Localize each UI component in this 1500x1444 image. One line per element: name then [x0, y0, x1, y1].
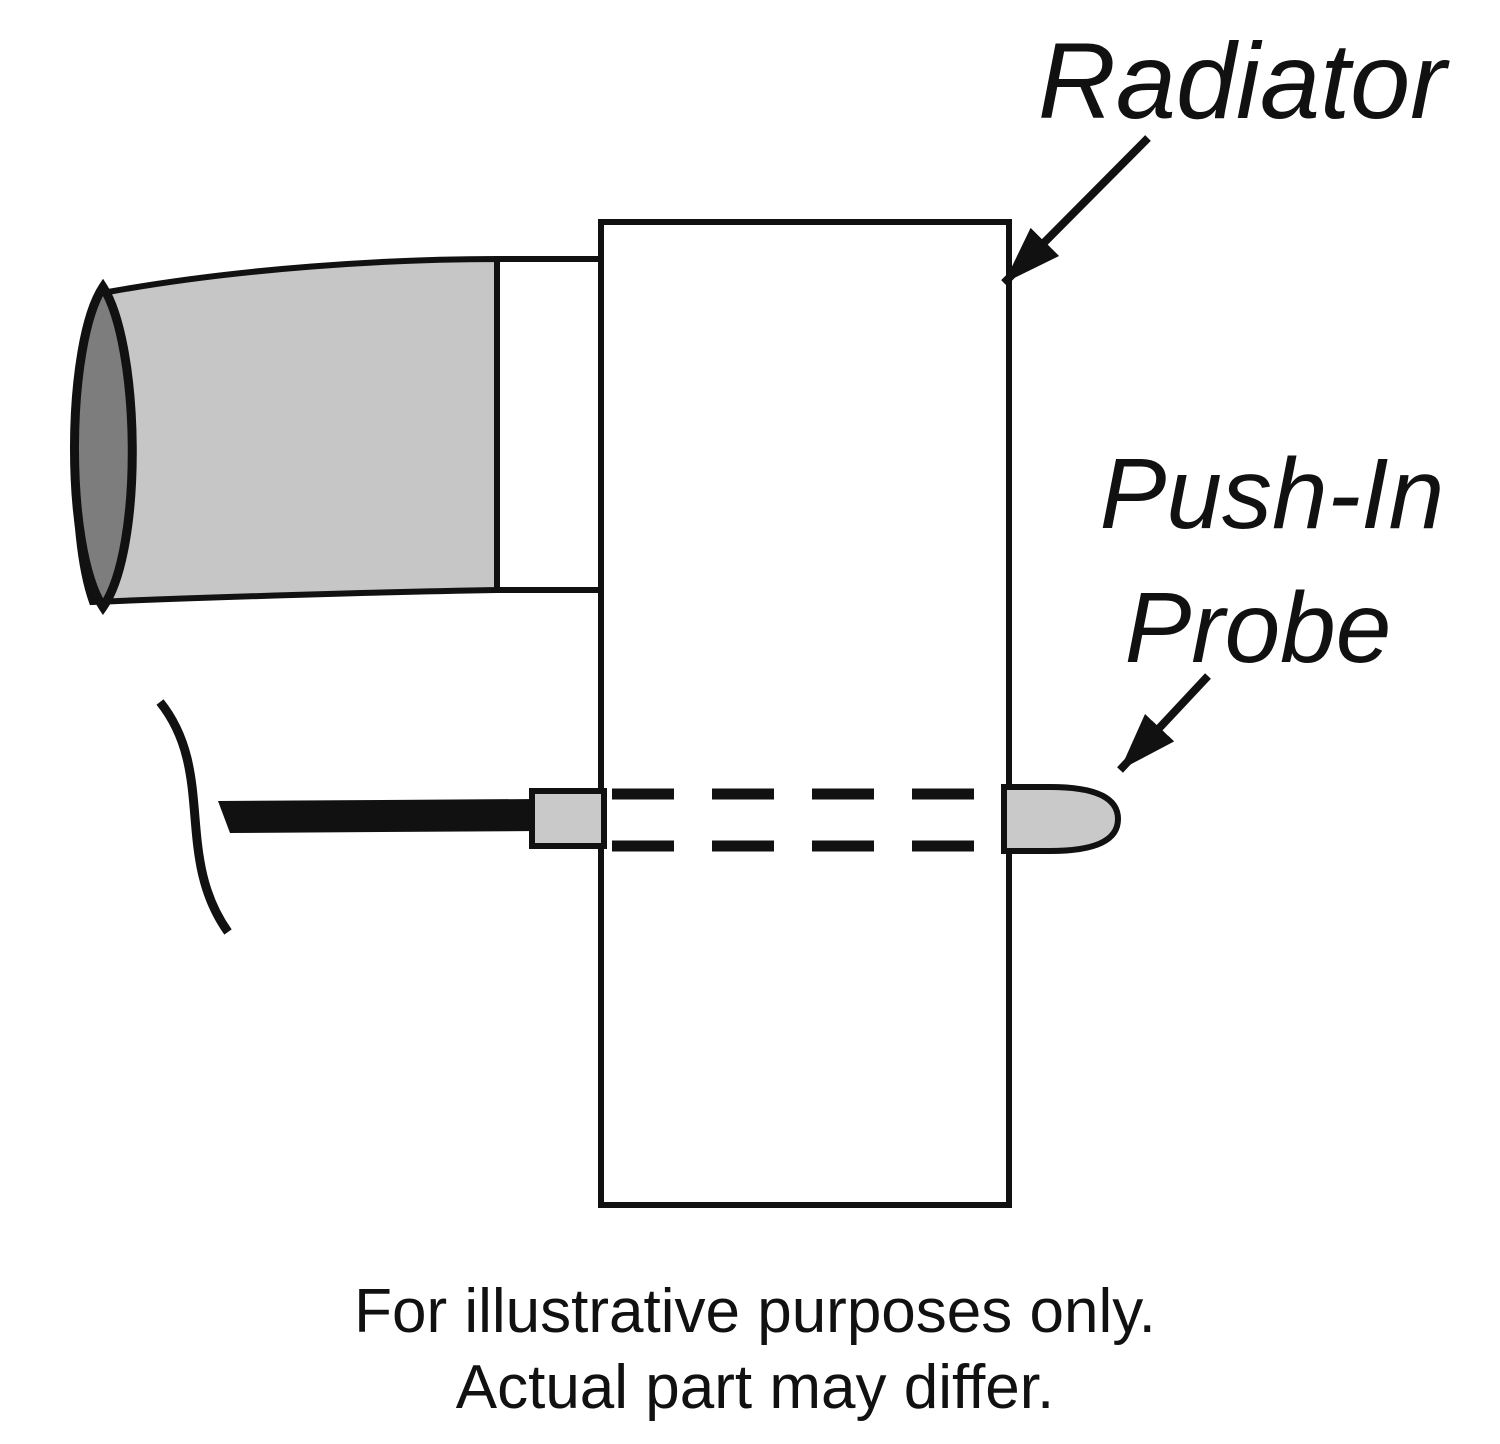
probe-tip [1001, 784, 1122, 854]
probe-arrow [1117, 673, 1211, 773]
hose-neck [494, 256, 606, 593]
radiator-arrow [1001, 135, 1151, 286]
probe-ferrule [529, 788, 607, 849]
probe-cable [156, 699, 232, 935]
probe-label-line1: Push-In [1100, 438, 1445, 550]
radiator-body [598, 219, 1012, 1208]
footer-disclaimer-line1: For illustrative purposes only. [354, 1277, 1156, 1346]
probe-shaft [218, 799, 538, 833]
probe-label-line2: Probe [1125, 572, 1392, 684]
hose-opening [70, 278, 137, 616]
footer-disclaimer-line2: Actual part may differ. [456, 1353, 1054, 1422]
radiator-hose [72, 255, 500, 606]
radiator-label: Radiator [1038, 20, 1450, 141]
